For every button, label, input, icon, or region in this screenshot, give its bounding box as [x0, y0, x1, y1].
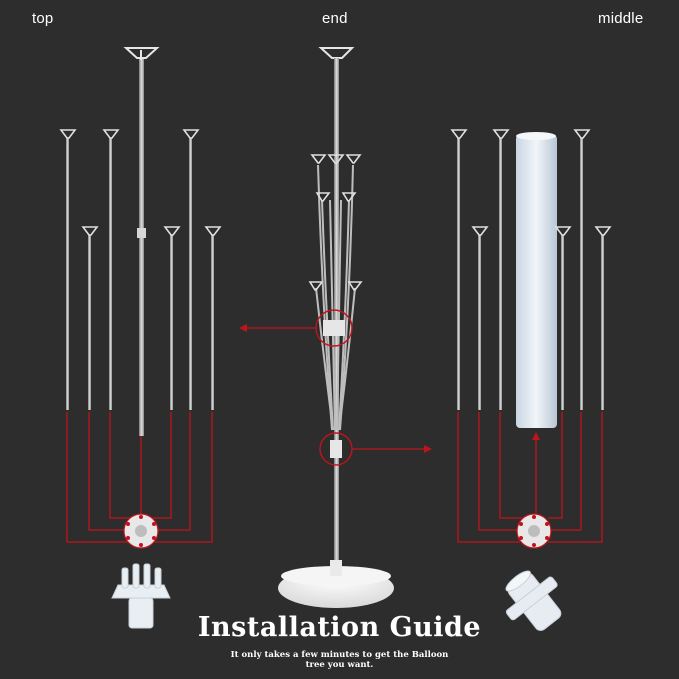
end-group — [239, 47, 432, 608]
side-rods-left — [66, 138, 214, 410]
cup-icons-left — [59, 129, 222, 236]
top-cup-holder — [123, 47, 160, 59]
callout-arrows — [239, 324, 432, 453]
callout-lines-right — [457, 412, 603, 543]
page-title: Installation Guide — [197, 612, 482, 643]
side-rods-right — [457, 138, 604, 410]
cup-icons-end — [308, 154, 363, 291]
middle-tube — [516, 135, 557, 428]
fan-rods — [315, 164, 356, 431]
end-top-cup — [318, 47, 355, 59]
connector-piece-left — [111, 563, 171, 629]
cup-icons-right — [450, 129, 612, 236]
connector-piece-right — [505, 570, 562, 631]
label-top: top — [32, 10, 54, 27]
subtitle: It only takes a few minutes to get the B… — [0, 650, 679, 670]
subtitle-line-2: tree you want. — [305, 660, 374, 670]
label-end: end — [322, 10, 348, 27]
subtitle-line-1: It only takes a few minutes to get the B… — [230, 650, 449, 660]
label-middle: middle — [598, 10, 644, 27]
middle-group — [450, 129, 612, 631]
top-group — [59, 47, 222, 629]
callout-lines-left — [66, 412, 213, 543]
center-rod — [139, 58, 144, 436]
